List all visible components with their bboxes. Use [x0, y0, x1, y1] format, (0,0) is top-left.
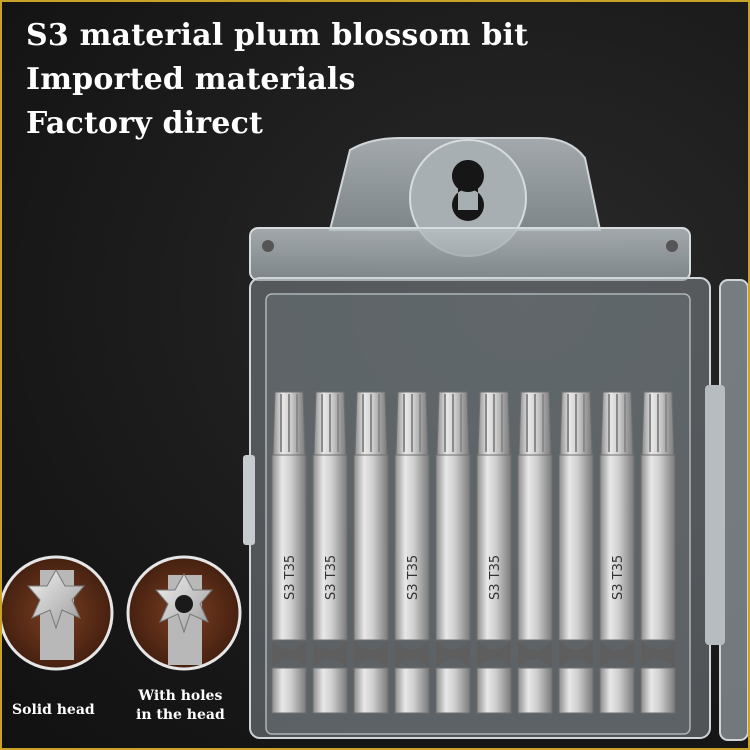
driver-bit [394, 391, 430, 714]
lid-screw-right [666, 240, 678, 252]
headline-line-1: S3 material plum blossom bit [26, 18, 529, 53]
hollow-head-inset [126, 555, 242, 671]
bit-marking: S3 T35 [611, 555, 626, 600]
bit-marking: S3 T35 [283, 555, 298, 600]
driver-bit [271, 391, 307, 714]
driver-bit [517, 391, 553, 714]
caption-solid-head: Solid head [12, 702, 95, 718]
headline-line-2: Imported materials [26, 62, 356, 97]
bit-marking: S3 T35 [488, 555, 503, 600]
bit-marking: S3 T35 [406, 555, 421, 600]
keyhole-hanger [451, 160, 484, 221]
box-hinge-left [243, 455, 255, 545]
lid-screw-left [262, 240, 274, 252]
caption-with-holes: With holes in the head [136, 687, 225, 725]
headline-line-3: Factory direct [26, 106, 264, 141]
driver-bit [353, 391, 389, 714]
solid-star-icon [26, 568, 86, 630]
box-lid [249, 227, 691, 281]
caption-with-holes-line-2: in the head [136, 707, 225, 723]
solid-head-inset [0, 555, 114, 671]
driver-bit [312, 391, 348, 714]
bit-labels-group: S3 T35 S3 T35 S3 T35 S3 T35 S3 T35 [283, 555, 626, 600]
driver-bit [640, 391, 676, 714]
driver-bit [476, 391, 512, 714]
driver-bit [435, 391, 471, 714]
driver-bit [558, 391, 594, 714]
caption-with-holes-line-1: With holes [138, 688, 223, 704]
bit-marking: S3 T35 [324, 555, 339, 600]
driver-bit [599, 391, 635, 714]
bits-group [271, 391, 676, 714]
box-latch [705, 385, 725, 645]
center-hole [175, 595, 193, 613]
